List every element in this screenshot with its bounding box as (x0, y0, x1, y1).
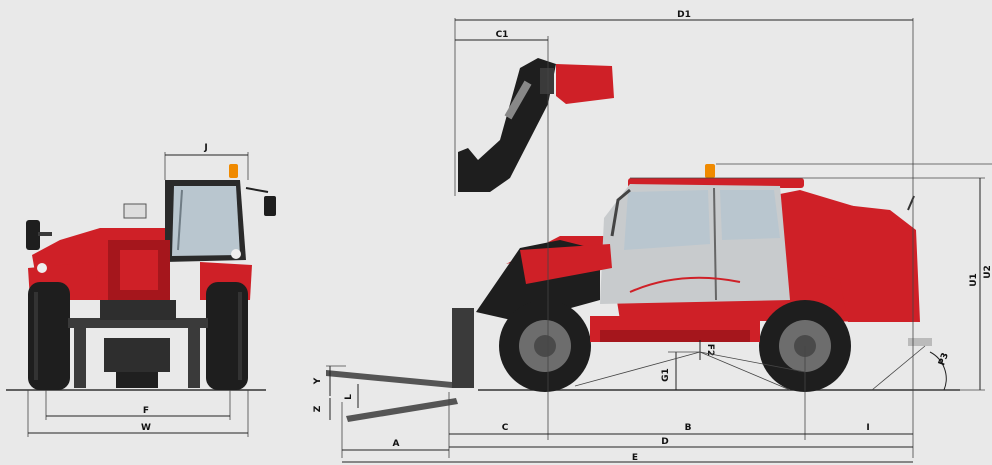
side-dimensions: D1 C1 U1 U2 Y Z L G1 F2 P3 (313, 10, 992, 463)
front-left-tyre (28, 282, 70, 390)
dim-label-z: Z (313, 405, 323, 412)
engine-cover (770, 190, 914, 322)
side-view (326, 58, 960, 422)
dim-label-f2: F2 (705, 344, 715, 356)
dim-label-u1: U1 (969, 273, 979, 287)
dim-label-b: B (685, 423, 692, 433)
left-mirror (26, 220, 40, 250)
cab-window-rear (720, 190, 780, 240)
dim-label-y: Y (313, 377, 323, 385)
dim-label-e: E (632, 453, 638, 463)
dim-label-d1: D1 (677, 10, 691, 20)
side-fork-carriage (452, 308, 474, 388)
front-dimensions: J F W (27, 143, 249, 437)
dim-label-c1: C1 (496, 30, 509, 40)
dim-label-f: F (143, 406, 149, 416)
dim-label-i: I (866, 423, 869, 433)
dim-label-w: W (141, 423, 151, 433)
front-view (6, 164, 276, 391)
fork-lower-tilted (346, 398, 458, 422)
dim-label-l: L (344, 394, 354, 400)
cab-window-front (624, 190, 710, 250)
beacon-light (229, 164, 238, 178)
side-beacon-light (705, 164, 715, 178)
dim-label-g1: G1 (661, 368, 671, 382)
raised-boom-head (556, 64, 614, 104)
right-mirror (264, 196, 276, 216)
dim-label-c: C (502, 423, 509, 433)
dim-label-u2: U2 (983, 265, 992, 279)
raised-boom-arm (458, 58, 556, 192)
fork-upper (326, 370, 452, 388)
dim-label-j: J (203, 143, 207, 153)
dim-label-a: A (393, 439, 400, 449)
dim-label-d: D (661, 437, 668, 447)
front-cab-glass (172, 186, 240, 256)
dim-label-p3: P3 (937, 352, 951, 368)
fork-carriage (68, 318, 208, 328)
front-right-tyre (206, 282, 248, 390)
